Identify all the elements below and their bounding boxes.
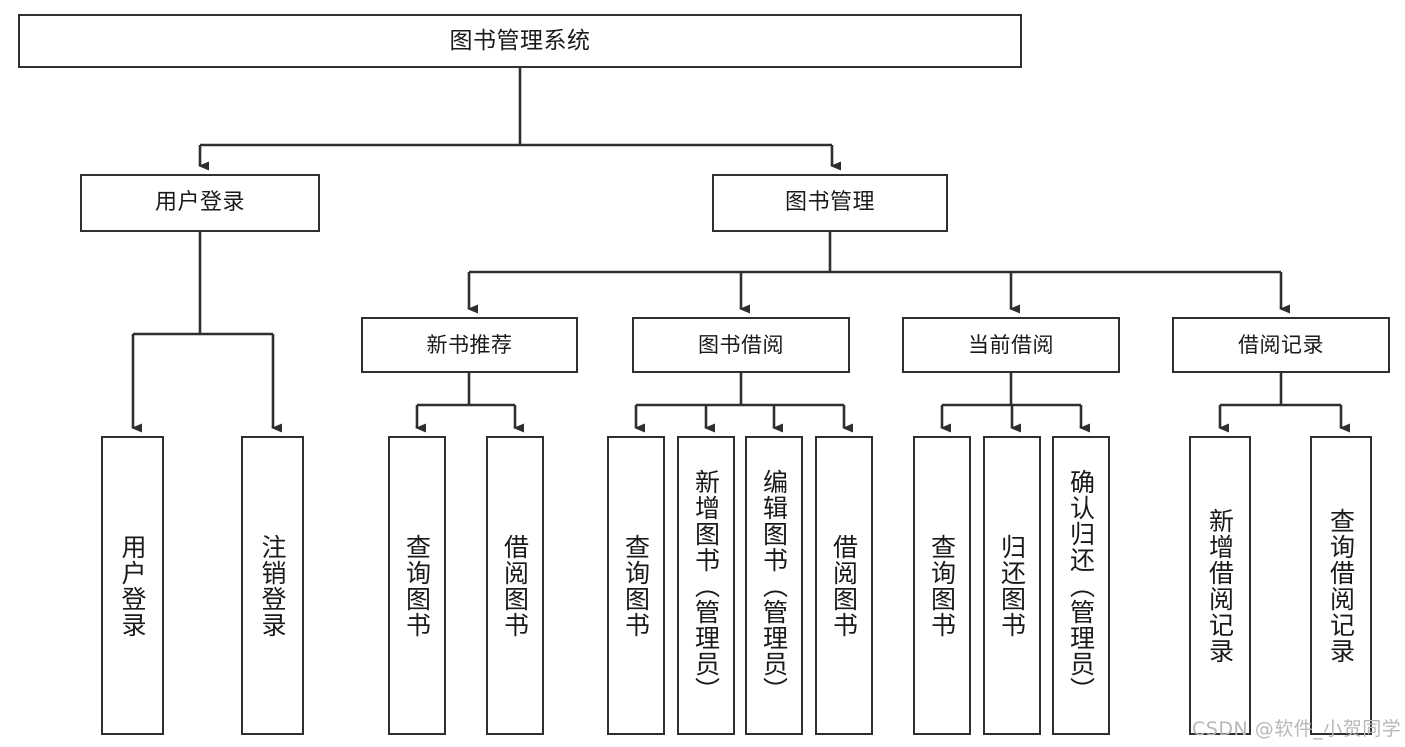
leaf-node-label: 借阅图书	[500, 533, 530, 638]
node-new-book-recommend-label: 新书推荐	[426, 332, 513, 357]
leaf-node[interactable]: 注销登录	[241, 436, 304, 735]
leaf-node[interactable]: 借阅图书	[486, 436, 544, 735]
leaf-node-label: 查询借阅记录	[1326, 507, 1356, 664]
leaf-node-label: 编辑图书（管理员）	[759, 468, 789, 703]
leaf-node[interactable]: 归还图书	[983, 436, 1041, 735]
leaf-node[interactable]: 确认归还（管理员）	[1052, 436, 1110, 735]
node-new-book-recommend[interactable]: 新书推荐	[361, 317, 578, 373]
node-book-borrow-label: 图书借阅	[698, 332, 784, 357]
node-user-login[interactable]: 用户登录	[80, 174, 320, 232]
leaf-node-label: 借阅图书	[829, 533, 859, 638]
leaf-node[interactable]: 新增图书（管理员）	[677, 436, 735, 735]
leaf-node-label: 查询图书	[621, 533, 651, 638]
node-borrow-record[interactable]: 借阅记录	[1172, 317, 1390, 373]
leaf-node-label: 查询图书	[402, 533, 432, 638]
node-current-borrow-label: 当前借阅	[968, 332, 1054, 357]
leaf-node-label: 新增借阅记录	[1205, 507, 1235, 664]
leaf-node-label: 确认归还（管理员）	[1066, 468, 1096, 703]
leaf-node[interactable]: 查询图书	[607, 436, 665, 735]
csdn-watermark: CSDN @软件_小贺同学	[1192, 718, 1402, 740]
leaf-node[interactable]: 用户登录	[101, 436, 164, 735]
node-user-login-label: 用户登录	[154, 190, 245, 216]
node-borrow-record-label: 借阅记录	[1238, 332, 1324, 357]
leaf-node[interactable]: 编辑图书（管理员）	[745, 436, 803, 735]
leaf-node-label: 注销登录	[258, 533, 287, 638]
leaf-node-label: 归还图书	[997, 533, 1027, 638]
leaf-node[interactable]: 借阅图书	[815, 436, 873, 735]
node-book-management-label: 图书管理	[784, 190, 875, 216]
node-root-label: 图书管理系统	[449, 27, 591, 54]
leaf-node[interactable]: 查询图书	[388, 436, 446, 735]
leaf-node-label: 用户登录	[118, 533, 147, 638]
leaf-node-label: 查询图书	[927, 533, 957, 638]
node-book-borrow[interactable]: 图书借阅	[632, 317, 850, 373]
leaf-node[interactable]: 查询图书	[913, 436, 971, 735]
leaf-node[interactable]: 新增借阅记录	[1189, 436, 1251, 735]
node-book-management[interactable]: 图书管理	[712, 174, 948, 232]
node-current-borrow[interactable]: 当前借阅	[902, 317, 1120, 373]
leaf-node[interactable]: 查询借阅记录	[1310, 436, 1372, 735]
leaf-node-label: 新增图书（管理员）	[691, 468, 721, 703]
node-root[interactable]: 图书管理系统	[18, 14, 1022, 68]
